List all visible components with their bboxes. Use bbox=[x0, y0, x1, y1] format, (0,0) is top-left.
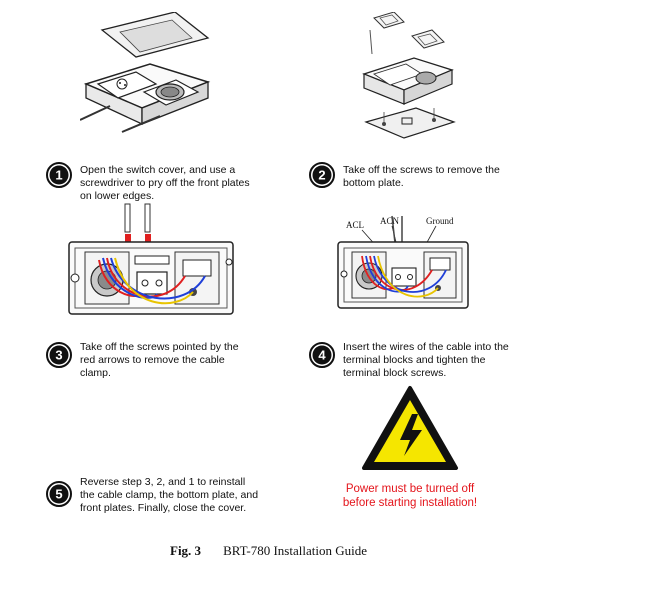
step-2-badge: 2 bbox=[309, 162, 335, 188]
wire-label-acn: ACN bbox=[380, 216, 400, 226]
step2-illustration bbox=[360, 11, 460, 152]
figure-caption: Fig. 3 BRT-780 Installation Guide bbox=[170, 543, 367, 559]
step-2-text: Take off the screws to remove the bottom… bbox=[343, 164, 500, 189]
figure-number: Fig. 3 bbox=[170, 543, 202, 558]
svg-text:1: 1 bbox=[55, 168, 62, 183]
step-5-badge: 5 bbox=[46, 481, 72, 507]
step-1-badge: 1 bbox=[46, 162, 72, 188]
warning-line-1: Power must be turned off bbox=[345, 483, 475, 495]
step4-illustration: ACL ACN Ground bbox=[336, 212, 470, 322]
step3-illustration bbox=[65, 200, 237, 328]
wire-label-acl: ACL bbox=[346, 220, 364, 230]
step1-illustration bbox=[79, 11, 215, 140]
step-1-text: Open the switch cover, and use a screwdr… bbox=[80, 164, 250, 202]
step-4-text: Insert the wires of the cable into the t… bbox=[343, 341, 509, 379]
step-3-badge: 3 bbox=[46, 342, 72, 368]
high-voltage-warning-icon bbox=[360, 384, 460, 472]
step-3-text: Take off the screws pointed by the red a… bbox=[80, 341, 239, 379]
step-4-badge: 4 bbox=[309, 342, 335, 368]
warning-line-2: before starting installation! bbox=[342, 497, 478, 509]
svg-text:2: 2 bbox=[318, 168, 325, 183]
svg-text:5: 5 bbox=[55, 487, 62, 502]
svg-text:3: 3 bbox=[55, 348, 62, 363]
wire-label-ground: Ground bbox=[426, 216, 454, 226]
warning-text: Power must be turned off before starting… bbox=[325, 482, 495, 510]
step-5-text: Reverse step 3, 2, and 1 to reinstall th… bbox=[80, 476, 259, 514]
figure-title: BRT-780 Installation Guide bbox=[223, 543, 367, 558]
svg-text:4: 4 bbox=[318, 348, 326, 363]
